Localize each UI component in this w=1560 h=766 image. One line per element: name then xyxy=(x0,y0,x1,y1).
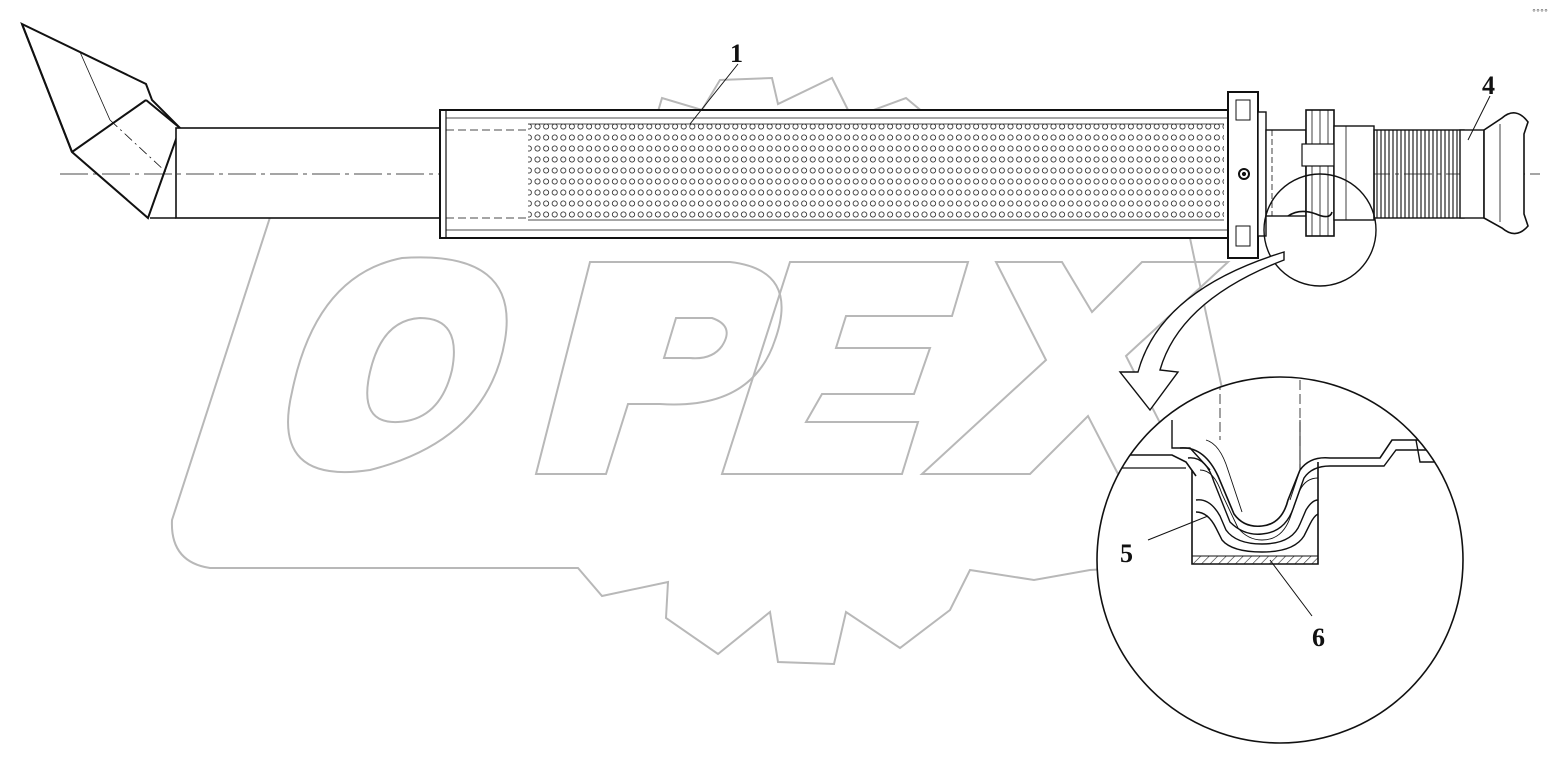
callout-5: 5 xyxy=(1120,539,1133,568)
perforation-pattern xyxy=(528,124,1224,220)
corner-mark: °°°° xyxy=(1532,8,1548,17)
detail-arrow-icon xyxy=(1118,251,1285,412)
perforated-muffler xyxy=(439,109,1231,239)
detail-view-circle xyxy=(1096,376,1464,744)
watermark-letter-e xyxy=(720,261,970,475)
rain-cap-elbow-icon xyxy=(20,21,182,220)
exhaust-pipe xyxy=(60,127,1540,219)
watermark-letter-o xyxy=(287,256,508,474)
hatched-base-strip xyxy=(1191,555,1319,565)
mounting-flange-icon xyxy=(1227,91,1267,259)
callout-6: 6 xyxy=(1312,623,1325,652)
pipe-adapter xyxy=(1265,129,1307,217)
detail-source-marker xyxy=(1263,173,1377,287)
callout-leaders xyxy=(689,63,1491,617)
watermark-letter-p xyxy=(534,261,783,475)
corrugated-hose-icon xyxy=(1373,112,1529,235)
callout-4: 4 xyxy=(1482,71,1495,100)
callout-1: 1 xyxy=(730,39,743,68)
clamp-icon xyxy=(1301,109,1375,237)
